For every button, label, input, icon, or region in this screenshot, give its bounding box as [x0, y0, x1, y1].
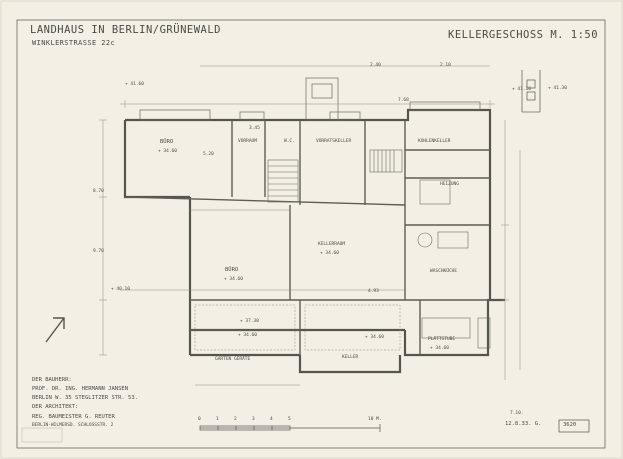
- date-line-2: 12.8.33. G.: [505, 421, 542, 427]
- dimension-label: + 41.60: [125, 82, 144, 87]
- date-line-1: 7.10.: [510, 411, 524, 416]
- room-level-buero-main: + 34.60: [224, 277, 243, 282]
- sheet-border: [16, 19, 606, 449]
- dimension-label: 9.70: [93, 249, 104, 254]
- terrace-outline: [194, 304, 401, 351]
- scale-tick: 0: [198, 417, 201, 422]
- sheet-number-box: [558, 419, 590, 433]
- room-level-kellerraum: + 34.60: [320, 251, 339, 256]
- architekt-label: DER ARCHITEKT:: [32, 404, 79, 410]
- dimension-label: + 37.30: [240, 319, 259, 324]
- room-label-heizung: HEIZUNG: [440, 182, 459, 187]
- detail-sketch: [521, 70, 541, 113]
- bauherr-label: DER BAUHERR:: [32, 377, 72, 383]
- north-arrow-icon: [45, 317, 65, 343]
- stamp-box: [21, 427, 63, 443]
- scale-bar: [199, 424, 381, 432]
- dimension-label: 2.40: [370, 63, 381, 68]
- dimension-label: 5.20: [203, 152, 214, 157]
- dimension-label: + 41.30: [548, 86, 567, 91]
- scale-tick: 4: [270, 417, 273, 422]
- page-subtitle: WINKLERSTRASSE 22c: [32, 39, 116, 47]
- dimension-label: 4.93: [368, 289, 379, 294]
- dimension-label: 7.68: [398, 98, 409, 103]
- room-label-gartengeraete: GARTEN GERÄTE: [215, 357, 251, 362]
- sheet-title: KELLERGESCHOSS M. 1:50: [448, 29, 599, 41]
- scale-tick: 1: [216, 417, 219, 422]
- top-light-wells: [139, 77, 481, 121]
- room-level-plaettstube: + 34.60: [430, 346, 449, 351]
- dimension-label: + 34.60: [365, 335, 384, 340]
- room-label-buero-top: BÜRO: [160, 139, 174, 145]
- bauherr-name: PROF. DR. ING. HERMANN JANSEN: [32, 386, 129, 392]
- sheet-number: 3620: [563, 422, 577, 428]
- architekt-address: BERLIN-WILMERSD. SCHLOSSSTR. 2: [32, 423, 114, 428]
- scale-tick: 2: [234, 417, 237, 422]
- room-label-waschkueche: WASCHKÜCHE: [430, 269, 458, 274]
- room-label-kellerraum: KELLERRAUM: [318, 242, 346, 247]
- room-label-keller: KELLER: [342, 355, 359, 360]
- level-label: + 34.60: [238, 333, 257, 338]
- room-label-vorraum: VORRAUM: [238, 139, 257, 144]
- page-title: LANDHAUS IN BERLIN/GRÜNEWALD: [30, 24, 222, 36]
- staircase: [267, 149, 403, 203]
- room-level-buero-top: + 34.60: [158, 149, 177, 154]
- architekt-name: REG. BAUMEISTER G. REUTER: [32, 414, 115, 420]
- dimension-label: 8.70: [93, 189, 104, 194]
- room-label-wc: W.C.: [284, 139, 295, 144]
- dimension-label: + 40.10: [111, 287, 130, 292]
- bauherr-address: BERLIN W. 35 STEGLITZER STR. 53.: [32, 395, 138, 401]
- dimension-label: + 41.10: [512, 87, 531, 92]
- room-label-kohlenkeller: KOHLENKELLER: [418, 139, 451, 144]
- room-label-plaettstube: PLÄTTSTUBE: [428, 337, 456, 342]
- fixtures: [417, 179, 491, 349]
- scale-tick: 3: [252, 417, 255, 422]
- room-label-buero-main: BÜRO: [225, 267, 239, 273]
- inner-walls: [124, 120, 490, 355]
- dimension-label: 3.45: [249, 126, 260, 131]
- dimension-lines: [99, 65, 521, 386]
- room-label-vorratskeller: VORRATSKELLER: [316, 139, 352, 144]
- scale-tick: 5: [288, 417, 291, 422]
- dimension-label: 2.10: [440, 63, 451, 68]
- scale-tick: 10 M.: [368, 417, 382, 422]
